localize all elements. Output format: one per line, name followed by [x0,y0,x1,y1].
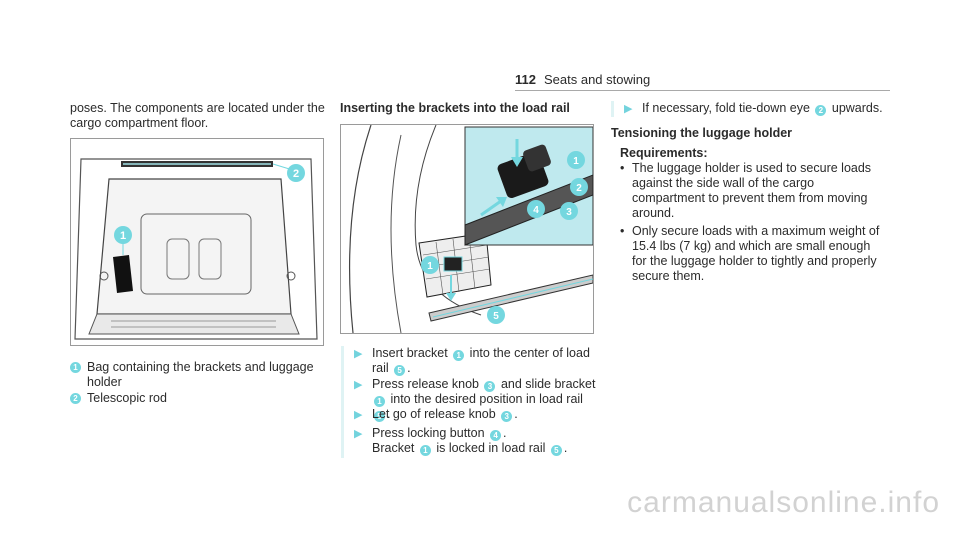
step-bar [611,101,614,117]
step-text: into the desired position in load rail [387,392,583,406]
caption-text: Bag containing the brackets and luggage … [87,360,314,389]
step-text: Insert bracket [372,346,452,360]
section-heading-brackets: Inserting the brackets into the load rai… [340,101,570,115]
step-text: . [563,441,568,455]
caption-item: 1 Bag containing the brackets and luggag… [70,360,325,390]
callout-badge: 2 [70,393,81,404]
callout-badge: 1 [419,445,431,456]
step-text: Bracket [372,441,418,455]
callout-badge: 5 [550,445,562,456]
section-heading-tensioning: Tensioning the luggage holder [611,126,793,140]
step-arrow-icon: ▶ [354,348,363,360]
callout-badge: 2 [815,105,827,116]
step-text: If necessary, fold tie-down eye [642,101,814,115]
step-text: Let go of release knob [372,407,500,421]
step-text: into the center of load rail [372,346,590,375]
step-text: Press release knob [372,377,483,391]
svg-text:2: 2 [576,183,582,194]
page-header: 112 Seats and stowing [515,72,650,87]
requirements-label: Requirements: [620,146,708,160]
requirement-item: The luggage holder is used to secure loa… [620,161,882,221]
step-text: upwards. [828,101,883,115]
callout-badge: 1 [70,362,81,373]
svg-text:1: 1 [120,230,126,242]
step-arrow-icon: ▶ [624,103,633,115]
cargo-floor-figure: 2 1 [70,138,324,346]
step-arrow-icon: ▶ [354,409,363,421]
step-text: . [514,407,518,421]
callout-badge: 1 [374,396,385,407]
step-text: . [407,361,411,375]
step-text: . [387,407,391,421]
figure-captions: 1 Bag containing the brackets and luggag… [70,360,325,406]
svg-text:2: 2 [293,168,299,180]
callout-badge: 3 [484,381,496,392]
svg-text:5: 5 [493,311,499,322]
intro-text: poses. The components are located under … [70,101,325,130]
requirement-item: Only secure loads with a maximum weight … [620,224,882,284]
step-text: Press locking button [372,426,489,440]
watermark: carmanualsonline.info [627,486,940,519]
callout-badge: 3 [501,411,513,422]
load-rail-figure: 1 2 3 4 1 5 [340,124,594,334]
step-arrow-icon: ▶ [354,428,363,440]
callout-badge: 1 [453,350,465,361]
requirements-list: The luggage holder is used to secure loa… [620,161,882,284]
step-text: is locked in load rail [432,441,549,455]
caption-item: 2 Telescopic rod [70,391,325,406]
caption-text: Telescopic rod [87,391,167,405]
section-title: Seats and stowing [543,72,651,87]
step-text: and slide bracket [497,377,596,391]
step-bar [341,346,344,458]
callout-badge: 4 [490,430,502,441]
svg-text:1: 1 [573,156,579,167]
header-rule [515,90,890,91]
svg-text:1: 1 [427,261,433,272]
callout-badge: 5 [374,411,385,422]
step-arrow-icon: ▶ [354,379,363,391]
svg-text:3: 3 [566,207,572,218]
callout-badge: 5 [394,365,406,376]
svg-text:4: 4 [533,205,539,216]
page-number: 112 [515,72,536,87]
step-text: . [503,426,507,440]
